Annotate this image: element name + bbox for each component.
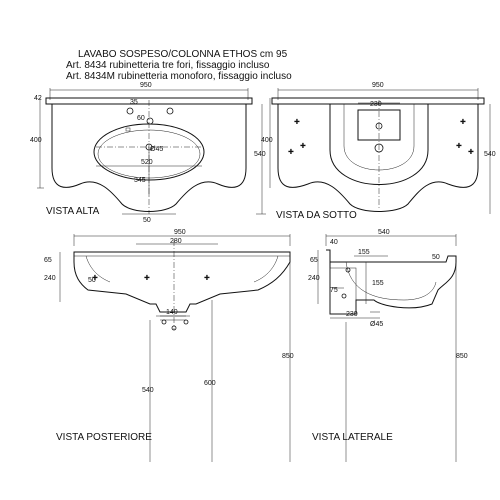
dim-rear-height: 240 bbox=[44, 275, 56, 282]
dim-top-hole-b: 60 bbox=[137, 115, 145, 122]
label-vista-alta: VISTA ALTA bbox=[46, 206, 100, 217]
dim-rear-h-right: 850 bbox=[282, 353, 294, 360]
dim-top-bowl-width: 520 bbox=[141, 159, 153, 166]
dim-side-depth: 540 bbox=[378, 229, 390, 236]
view-rear: 950 280 ✚ ✚ ✚ 140 65 240 50 540 600 850 … bbox=[44, 229, 294, 462]
dim-side-base: 230 bbox=[346, 311, 358, 318]
tap-hole-right bbox=[166, 107, 174, 115]
dim-rear-offset: 50 bbox=[88, 277, 96, 284]
header-art-8434: Art. 8434 rubinetteria tre fori, fissagg… bbox=[66, 60, 270, 71]
svg-text:✚: ✚ bbox=[294, 118, 300, 126]
dim-rear-width: 950 bbox=[174, 229, 186, 236]
dim-rear-h-mid: 600 bbox=[204, 380, 216, 387]
pedestal-arc bbox=[329, 104, 429, 185]
basin-outline-top bbox=[45, 97, 253, 212]
svg-text:✚: ✚ bbox=[460, 118, 466, 126]
basin-outline-side bbox=[326, 249, 457, 315]
dim-bottom-inner: 230 bbox=[370, 101, 382, 108]
dim-rear-h-left: 540 bbox=[142, 387, 154, 394]
svg-text:✚: ✚ bbox=[468, 148, 474, 156]
inner-box bbox=[357, 109, 401, 141]
view-side: 540 155 155 75 50 40 65 240 230 Ø45 850 … bbox=[308, 229, 468, 462]
svg-text:✚: ✚ bbox=[456, 142, 462, 150]
dim-top-bowl-depth: 345 bbox=[134, 177, 146, 184]
basin-outline-bottom bbox=[271, 97, 485, 212]
svg-text:✚: ✚ bbox=[288, 148, 294, 156]
tap-hole-center bbox=[146, 117, 154, 125]
dim-top-left-height: 400 bbox=[30, 137, 42, 144]
dim-rear-span: 280 bbox=[170, 238, 182, 245]
view-top: 950 42 35 60 Ø45 520 345 400 540 50 VIST bbox=[30, 82, 266, 224]
svg-text:✚: ✚ bbox=[300, 142, 306, 150]
svg-text:✚: ✚ bbox=[204, 274, 210, 282]
tap-hole-left bbox=[126, 107, 134, 115]
dim-top-right-height: 540 bbox=[254, 151, 266, 158]
dim-top-drain: Ø45 bbox=[150, 146, 163, 153]
dim-side-top: 40 bbox=[330, 239, 338, 246]
dim-top-width: 950 bbox=[140, 82, 152, 89]
dim-top-bottom-gap: 50 bbox=[143, 217, 151, 224]
label-vista-laterale: VISTA LATERALE bbox=[312, 432, 393, 443]
svg-text:✚: ✚ bbox=[144, 274, 150, 282]
dim-rear-pedestal: 140 bbox=[166, 309, 178, 316]
dim-side-lip: 50 bbox=[432, 254, 440, 261]
dim-side-inner-a: 155 bbox=[358, 249, 370, 256]
dim-bottom-width: 950 bbox=[372, 82, 384, 89]
dim-top-small: 42 bbox=[34, 95, 42, 102]
label-vista-da-sotto: VISTA DA SOTTO bbox=[276, 210, 357, 221]
svg-text:✚: ✚ bbox=[92, 274, 98, 282]
dim-side-height: 240 bbox=[308, 275, 320, 282]
dim-rear-edge: 65 bbox=[44, 257, 52, 264]
dim-side-rad: 75 bbox=[330, 287, 338, 294]
dim-side-total: 850 bbox=[456, 353, 468, 360]
dim-side-drain: Ø45 bbox=[370, 321, 383, 328]
view-bottom: 950 230 ✚ ✚ ✚ ✚ ✚ ✚ 400 540 VISTA DA SOT… bbox=[261, 82, 496, 221]
header-title: LAVABO SOSPESO/COLONNA ETHOS cm 95 bbox=[78, 49, 288, 60]
label-vista-posteriore: VISTA POSTERIORE bbox=[56, 432, 152, 443]
dim-top-hole-a: 35 bbox=[130, 99, 138, 106]
dim-bottom-right-height: 540 bbox=[484, 151, 496, 158]
header-art-8434m: Art. 8434M rubinetteria monoforo, fissag… bbox=[66, 71, 292, 82]
dim-side-edge: 65 bbox=[310, 257, 318, 264]
dim-bottom-left-height: 400 bbox=[261, 137, 273, 144]
basin-outline-rear bbox=[73, 251, 291, 313]
dim-side-inner-b: 155 bbox=[372, 280, 384, 287]
